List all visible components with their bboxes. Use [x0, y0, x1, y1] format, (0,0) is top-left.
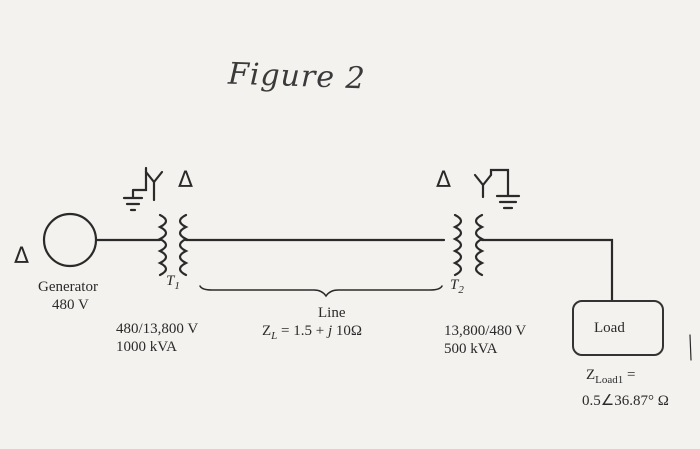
t1-wye-symbol: [144, 170, 164, 196]
t2-secondary-coil: [474, 213, 485, 277]
t2-wye-symbol: [473, 173, 493, 199]
load-box: Load: [572, 300, 664, 356]
t1-voltage-rating: 480/13,800 V: [116, 321, 199, 337]
t1-delta-symbol: Δ: [178, 168, 194, 193]
t1-secondary-coil: [178, 213, 189, 277]
t1-label: T1: [166, 273, 180, 292]
t2-ground-icon: [489, 168, 521, 210]
t2-delta-symbol: Δ: [436, 168, 452, 193]
load-impedance-label: ZLoad1 =: [586, 367, 636, 386]
line-brace: [199, 285, 443, 298]
load-label: Load: [594, 320, 625, 336]
load-impedance-value: 0.5∠36.87° Ω: [582, 393, 669, 409]
wire-t2-load: [480, 238, 614, 302]
generator-delta-symbol: Δ: [14, 244, 30, 269]
t2-label: T2: [450, 277, 464, 296]
t2-primary-coil: [452, 213, 463, 277]
generator-circle: [42, 212, 98, 268]
t1-ground-icon: [122, 170, 148, 212]
line-impedance: ZL = 1.5 + j 10Ω: [262, 323, 363, 342]
t2-voltage-rating: 13,800/480 V: [444, 323, 527, 339]
generator-voltage: 480 V: [52, 297, 89, 313]
figure-title: Figure 2: [227, 56, 367, 97]
t2-power-rating: 500 kVA: [444, 341, 498, 357]
generator-label: Generator: [38, 279, 98, 295]
paper-mark: [689, 334, 692, 361]
t1-power-rating: 1000 kVA: [116, 339, 177, 355]
t1-primary-coil: [157, 213, 168, 277]
line-label: Line: [318, 305, 346, 321]
